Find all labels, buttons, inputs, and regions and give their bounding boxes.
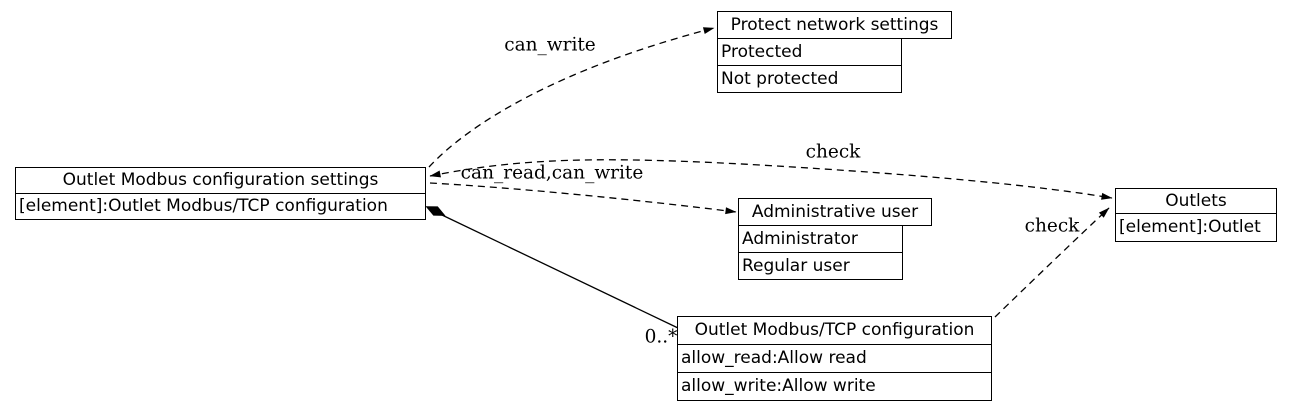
- node-attribute-element: [element]:Outlet Modbus/TCP configuratio…: [15, 193, 426, 220]
- node-protect-network-settings: Protect network settings Protected Not p…: [717, 11, 952, 93]
- edge-label-can-write: can_write: [504, 34, 596, 56]
- edge-can-read-can-write: [429, 182, 737, 215]
- edge-can-write: [428, 27, 715, 168]
- edge-composition: [441, 214, 679, 329]
- composition-diamond-icon: [425, 206, 446, 216]
- edge-check-settings-outlets: [429, 159, 1113, 200]
- node-value-administrator: Administrator: [738, 225, 903, 253]
- node-outlet-modbus-tcp-configuration: Outlet Modbus/TCP configuration allow_re…: [677, 316, 992, 401]
- node-value-not-protected: Not protected: [717, 65, 902, 93]
- node-value-regular-user: Regular user: [738, 252, 903, 280]
- edge-label-check-bottom: check: [1024, 215, 1080, 237]
- edge-label-multiplicity: 0..*: [644, 326, 678, 348]
- edge-label-can-read-can-write: can_read,can_write: [460, 162, 644, 184]
- node-attribute-element: [element]:Outlet: [1115, 213, 1277, 242]
- edge-check-config-outlets: [994, 207, 1110, 318]
- node-title: Administrative user: [738, 198, 932, 226]
- node-attribute-allow-write: allow_write:Allow write: [677, 372, 992, 401]
- node-title: Outlet Modbus/TCP configuration: [677, 316, 992, 345]
- node-attribute-allow-read: allow_read:Allow read: [677, 344, 992, 373]
- node-outlets: Outlets [element]:Outlet: [1115, 188, 1277, 242]
- node-outlet-modbus-configuration-settings: Outlet Modbus configuration settings [el…: [15, 167, 426, 220]
- node-title: Outlets: [1115, 188, 1277, 214]
- node-title: Protect network settings: [717, 11, 952, 39]
- node-administrative-user: Administrative user Administrator Regula…: [738, 198, 932, 280]
- node-title: Outlet Modbus configuration settings: [15, 167, 426, 194]
- edge-label-check-top: check: [805, 141, 861, 163]
- node-value-protected: Protected: [717, 38, 902, 66]
